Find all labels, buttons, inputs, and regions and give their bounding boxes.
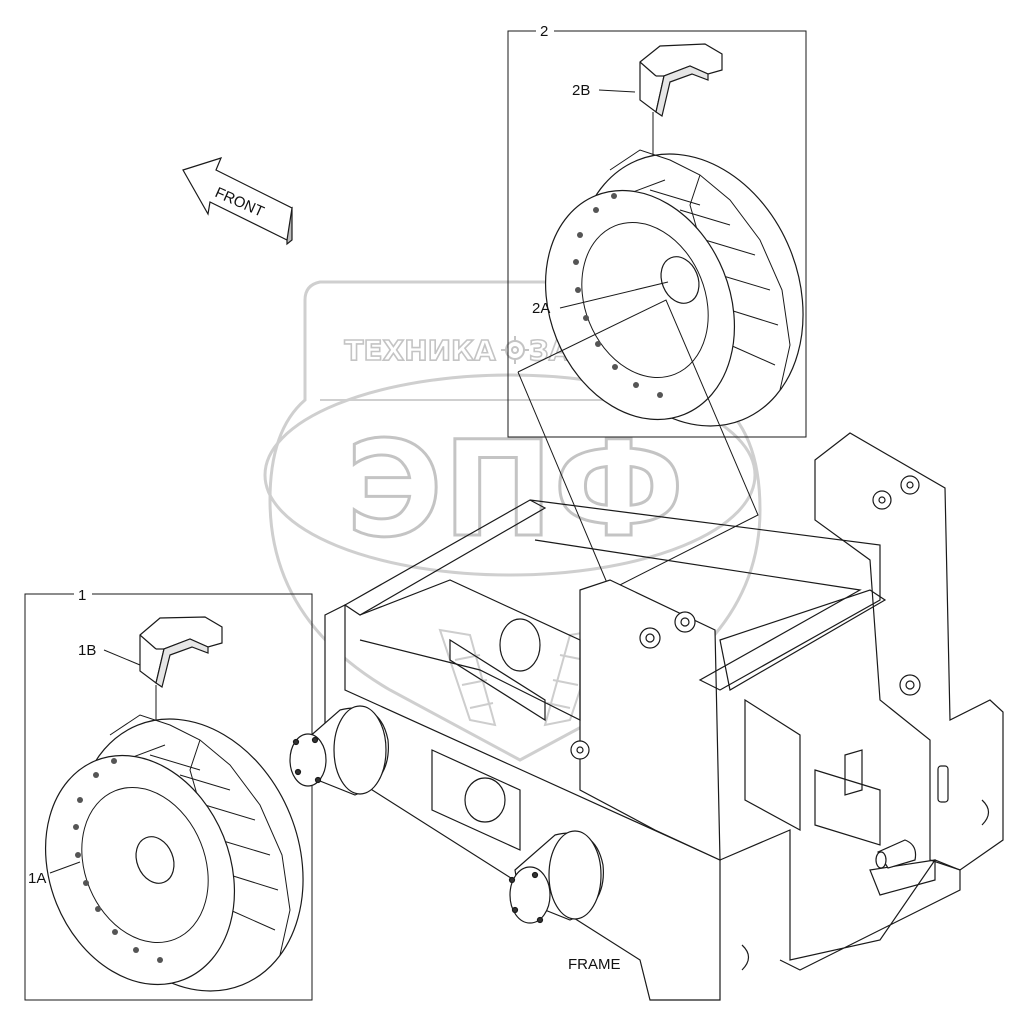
gear-icon xyxy=(501,336,529,364)
watermark-ellipse xyxy=(263,373,757,577)
item-1b-callout: 1B xyxy=(78,642,96,659)
rim-2a xyxy=(544,189,736,421)
counterweight-2b xyxy=(639,43,723,117)
group-2-box xyxy=(507,30,807,438)
group-1-callout: 1 xyxy=(78,587,86,604)
frame-access-panel xyxy=(431,749,521,851)
frame xyxy=(324,432,1004,1001)
wheel-2a xyxy=(544,149,804,427)
hub-2a xyxy=(660,256,700,304)
frame-cross-beam xyxy=(719,589,887,691)
watermark-big-letters: ЭПФ xyxy=(346,413,684,567)
frame-top-rail-front xyxy=(343,499,547,616)
hub-1a xyxy=(135,836,175,884)
wheel-1a xyxy=(44,714,304,992)
item-1a-callout: 1A xyxy=(28,870,46,887)
counterweight-1b xyxy=(139,616,223,688)
item-2b-callout: 2B xyxy=(572,82,590,99)
group-2-callout: 2 xyxy=(540,23,548,40)
axle-hub-2 xyxy=(508,830,604,924)
frame-label: FRAME xyxy=(568,956,621,973)
front-arrow xyxy=(182,157,293,246)
frame-right-tower xyxy=(814,432,1004,871)
watermark-left-word: ТЕХНИКА xyxy=(344,334,496,367)
frame-left-wall xyxy=(324,604,721,1001)
frame-top-rail-side xyxy=(529,499,881,691)
watermark-wheat xyxy=(438,628,602,727)
axle-hub-1 xyxy=(289,705,389,796)
front-arrow-body xyxy=(182,157,293,241)
frame-floor xyxy=(359,579,581,721)
right-spindle xyxy=(875,839,917,869)
group-1-box xyxy=(24,593,313,1001)
projection-plane-2 xyxy=(517,299,759,591)
item-2a-callout: 2A xyxy=(532,300,550,317)
